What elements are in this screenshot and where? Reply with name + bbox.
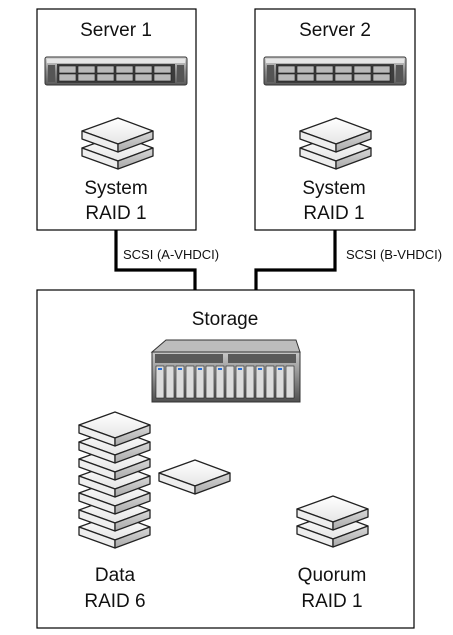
quorum-label-line2: RAID 1 [301, 591, 362, 612]
server-1-title: Server 1 [80, 20, 152, 41]
server-2-disk-label-line1: System [302, 178, 365, 199]
data-label-line2: RAID 6 [84, 591, 145, 612]
scsi-b-label: SCSI (B-VHDCI) [346, 247, 442, 262]
scsi-b-cable [254, 230, 337, 290]
server-1-icon [44, 56, 188, 86]
server-1-disk-label-line1: System [84, 178, 147, 199]
scsi-a-label: SCSI (A-VHDCI) [123, 247, 219, 262]
server-2-icon [263, 56, 407, 86]
storage-title: Storage [192, 309, 259, 330]
data-label-line1: Data [95, 565, 136, 586]
data-disk-stack-icon [78, 411, 151, 549]
quorum-label-line1: Quorum [298, 565, 367, 586]
server-2-disk-label-line2: RAID 1 [303, 203, 364, 224]
server-1-disk-label-line2: RAID 1 [85, 203, 146, 224]
server-2-title: Server 2 [299, 20, 371, 41]
storage-array-icon [150, 339, 301, 403]
scsi-a-cable [114, 230, 197, 290]
